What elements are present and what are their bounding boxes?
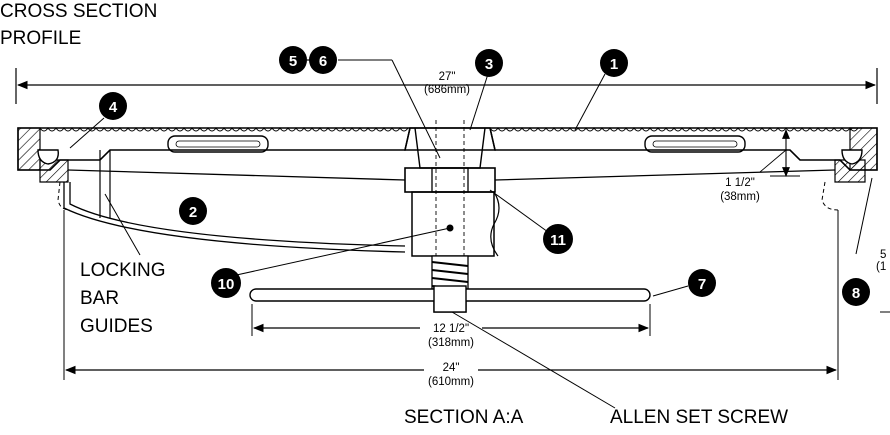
depth-dimension: 1 1/2" (38mm) — [720, 127, 800, 203]
svg-text:5: 5 — [289, 53, 297, 70]
locking-label-line-3: GUIDES — [80, 316, 153, 337]
bar-dim-metric: (318mm) — [428, 337, 474, 349]
svg-text:1: 1 — [610, 56, 618, 73]
title-line-2: PROFILE — [0, 28, 81, 49]
bar-dim-imperial: 12 1/2" — [433, 323, 469, 335]
inner-dim-metric: (610mm) — [428, 376, 474, 388]
svg-text:2: 2 — [189, 204, 197, 221]
callout-10: 10 — [211, 268, 241, 298]
center-hub — [404, 120, 500, 313]
callout-4: 4 — [99, 92, 127, 120]
title-line-1: CROSS SECTION — [0, 1, 157, 22]
callout-1: 1 — [600, 49, 628, 77]
section-label: SECTION A:A — [404, 407, 524, 428]
overall-dim-metric: (686mm) — [424, 84, 470, 96]
callout-8: 8 — [842, 278, 870, 306]
locking-label-line-1: LOCKING — [80, 260, 166, 281]
svg-text:6: 6 — [319, 53, 327, 70]
svg-text:3: 3 — [485, 56, 493, 73]
svg-text:10: 10 — [218, 276, 235, 293]
leader-lines — [69, 59, 873, 409]
callout-2: 2 — [179, 197, 207, 225]
svg-text:4: 4 — [109, 99, 118, 116]
overall-dimension: 27" (686mm) — [15, 68, 878, 104]
screw-label: ALLEN SET SCREW — [610, 407, 788, 428]
callout-3: 3 — [475, 49, 503, 77]
callout-7: 7 — [688, 269, 716, 297]
cover-plate — [17, 127, 878, 211]
callout-11: 11 — [543, 224, 573, 254]
svg-text:8: 8 — [852, 285, 860, 302]
partial-right-dim-1: 5 — [880, 249, 886, 261]
set-screw-head — [433, 285, 467, 313]
partial-right-dim-2: (1 — [876, 261, 886, 273]
overall-dim-imperial: 27" — [439, 71, 456, 83]
svg-text:11: 11 — [550, 232, 566, 249]
svg-text:7: 7 — [698, 276, 706, 293]
locking-bar — [63, 150, 836, 253]
callout-6: 6 — [309, 46, 337, 74]
depth-dim-metric: (38mm) — [720, 191, 760, 203]
inner-dim-imperial: 24" — [443, 362, 460, 374]
inner-dimension: 24" (610mm) — [63, 210, 839, 390]
depth-dim-imperial: 1 1/2" — [725, 177, 755, 189]
callout-5: 5 — [279, 46, 307, 74]
bar-dimension: 12 1/2" (318mm) — [251, 304, 651, 349]
locking-label-line-2: BAR — [80, 288, 119, 309]
